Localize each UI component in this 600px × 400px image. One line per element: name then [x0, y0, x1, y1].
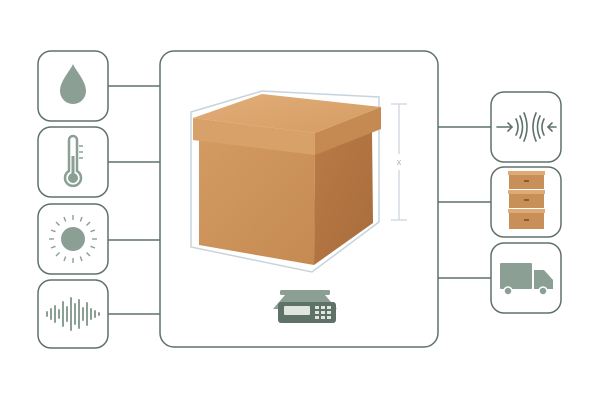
weighing-scale-icon: [273, 290, 337, 323]
stacked-boxes-icon: [508, 171, 545, 229]
sun-icon: [49, 215, 97, 263]
box-front-face: [199, 139, 315, 265]
right-tile-transport: [490, 242, 562, 314]
vibration-wave-icon: [46, 297, 100, 331]
connector-lines: [108, 85, 491, 315]
box-outline: [190, 90, 380, 273]
box-lid-side: [315, 107, 381, 155]
compression-arrows-icon: [496, 112, 557, 142]
cardboard-box-icon: [190, 90, 381, 273]
box-lid-front: [193, 118, 315, 155]
thermometer-icon: [63, 134, 83, 188]
left-tile-vibration: [37, 279, 109, 349]
box-side-face: [314, 130, 373, 265]
water-drop-icon: [60, 64, 86, 104]
dimension-label: x: [397, 157, 402, 167]
dimension-marker: [391, 103, 407, 221]
left-tile-temperature: [37, 126, 109, 198]
box-lid-top: [193, 94, 381, 133]
right-tile-compression: [490, 91, 562, 163]
right-tile-stacking: [490, 166, 562, 238]
left-tile-sunlight: [37, 203, 109, 275]
left-tile-humidity: [37, 50, 109, 122]
truck-icon: [500, 263, 553, 296]
